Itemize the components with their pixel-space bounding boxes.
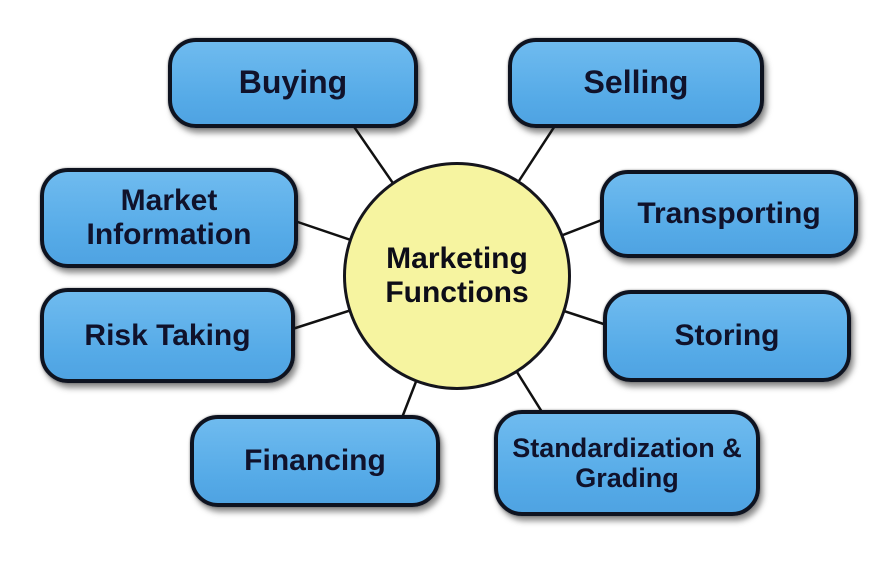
node-risk-taking: Risk Taking: [40, 288, 295, 383]
node-market-information: Market Information: [40, 168, 298, 268]
node-market-information-label: Market Information: [86, 184, 252, 251]
node-financing-label: Financing: [244, 444, 386, 478]
node-selling: Selling: [508, 38, 764, 128]
node-risk-taking-label: Risk Taking: [84, 318, 251, 352]
node-standardization-grading-label: Standardization & Grading: [512, 432, 742, 493]
node-storing: Storing: [603, 290, 851, 382]
node-standardization-grading: Standardization & Grading: [494, 410, 760, 516]
node-buying: Buying: [168, 38, 418, 128]
node-transporting: Transporting: [600, 170, 858, 258]
node-storing-label: Storing: [674, 319, 780, 353]
node-financing: Financing: [190, 415, 440, 507]
center-node-marketing-functions: Marketing Functions: [343, 162, 571, 390]
node-transporting-label: Transporting: [637, 197, 821, 231]
node-buying-label: Buying: [238, 64, 348, 101]
node-selling-label: Selling: [583, 64, 689, 101]
center-node-label: Marketing Functions: [385, 241, 529, 310]
